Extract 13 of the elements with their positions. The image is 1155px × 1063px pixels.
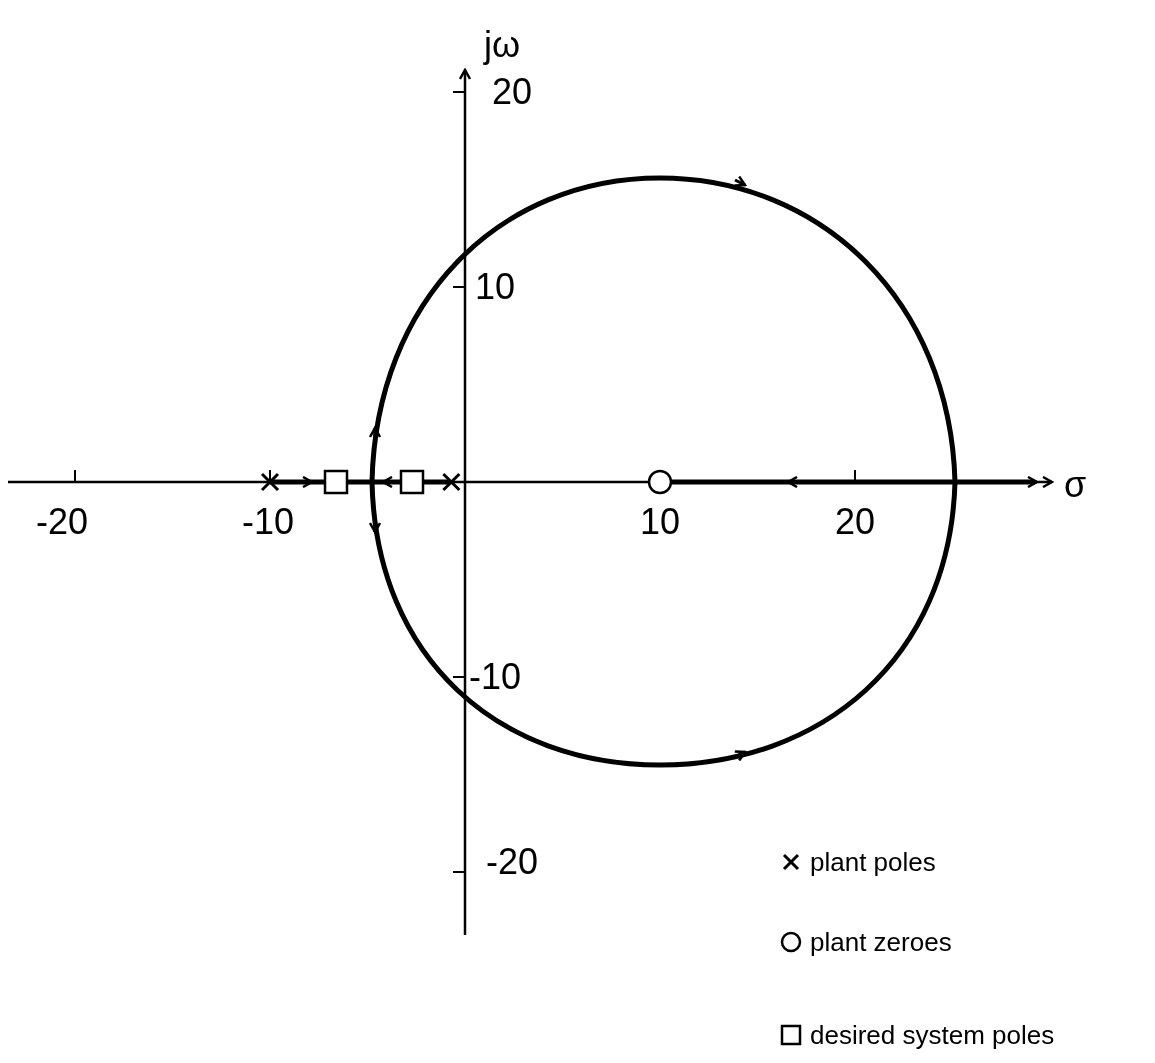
tick-label: -10	[242, 504, 294, 540]
axis-label: σ	[1063, 467, 1087, 503]
tick-label: -10	[469, 659, 521, 695]
tick-label: 20	[492, 74, 532, 110]
legend-label: plant poles	[810, 849, 936, 875]
legend-label: desired system poles	[810, 1022, 1055, 1048]
tick-label: -20	[486, 844, 538, 880]
tick-label: 20	[835, 504, 875, 540]
tick-label: -20	[36, 504, 88, 540]
tick-label: 10	[640, 504, 680, 540]
tick-label: 10	[475, 269, 515, 305]
legend-label: plant zeroes	[810, 929, 952, 955]
axis-label: jω	[483, 27, 521, 63]
